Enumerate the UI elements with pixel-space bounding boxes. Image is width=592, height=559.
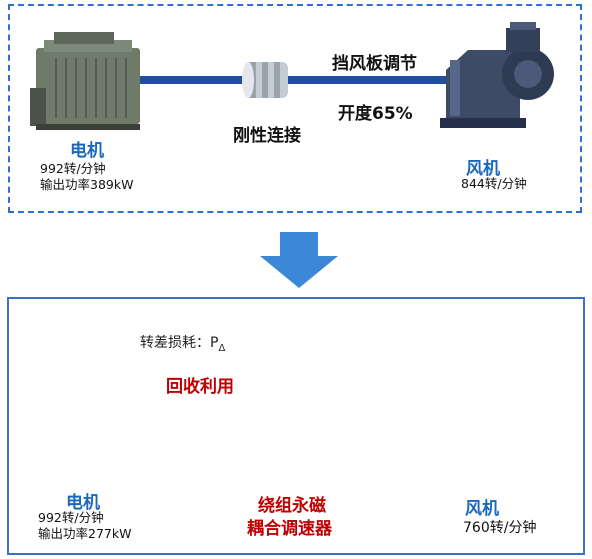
top-fan-image	[440, 22, 554, 128]
bottom-fan-title: 风机	[465, 499, 499, 519]
top-motor-power: 输出功率389kW	[40, 177, 134, 192]
bottom-motor-speed: 992转/分钟	[38, 510, 104, 525]
slip-loss-label: 转差损耗：PΔ	[140, 332, 225, 354]
regulator-label-line2: 耦合调速器	[247, 519, 332, 539]
bottom-fan-speed: 760转/分钟	[463, 520, 537, 536]
damper-opening: 开度65%	[338, 104, 413, 124]
regulator-label-line1: 绕组永磁	[258, 496, 326, 516]
top-motor-title: 电机	[70, 141, 104, 161]
down-arrow-icon	[260, 232, 338, 288]
top-shaft	[140, 76, 460, 84]
top-coupling-image	[242, 62, 288, 98]
top-motor-speed: 992转/分钟	[40, 161, 106, 176]
top-fan-title: 风机	[466, 159, 500, 179]
bottom-motor-power: 输出功率277kW	[38, 526, 132, 541]
slip-loss-subscript: Δ	[218, 342, 226, 354]
top-motor-image	[30, 32, 140, 130]
bottom-panel	[7, 297, 585, 555]
coupling-label: 刚性连接	[233, 126, 301, 146]
recycle-label: 回收利用	[166, 377, 234, 397]
top-fan-speed: 844转/分钟	[461, 176, 527, 191]
slip-loss-text: 转差损耗：P	[140, 335, 219, 351]
bottom-motor-title: 电机	[66, 493, 100, 513]
damper-label: 挡风板调节	[332, 54, 417, 74]
